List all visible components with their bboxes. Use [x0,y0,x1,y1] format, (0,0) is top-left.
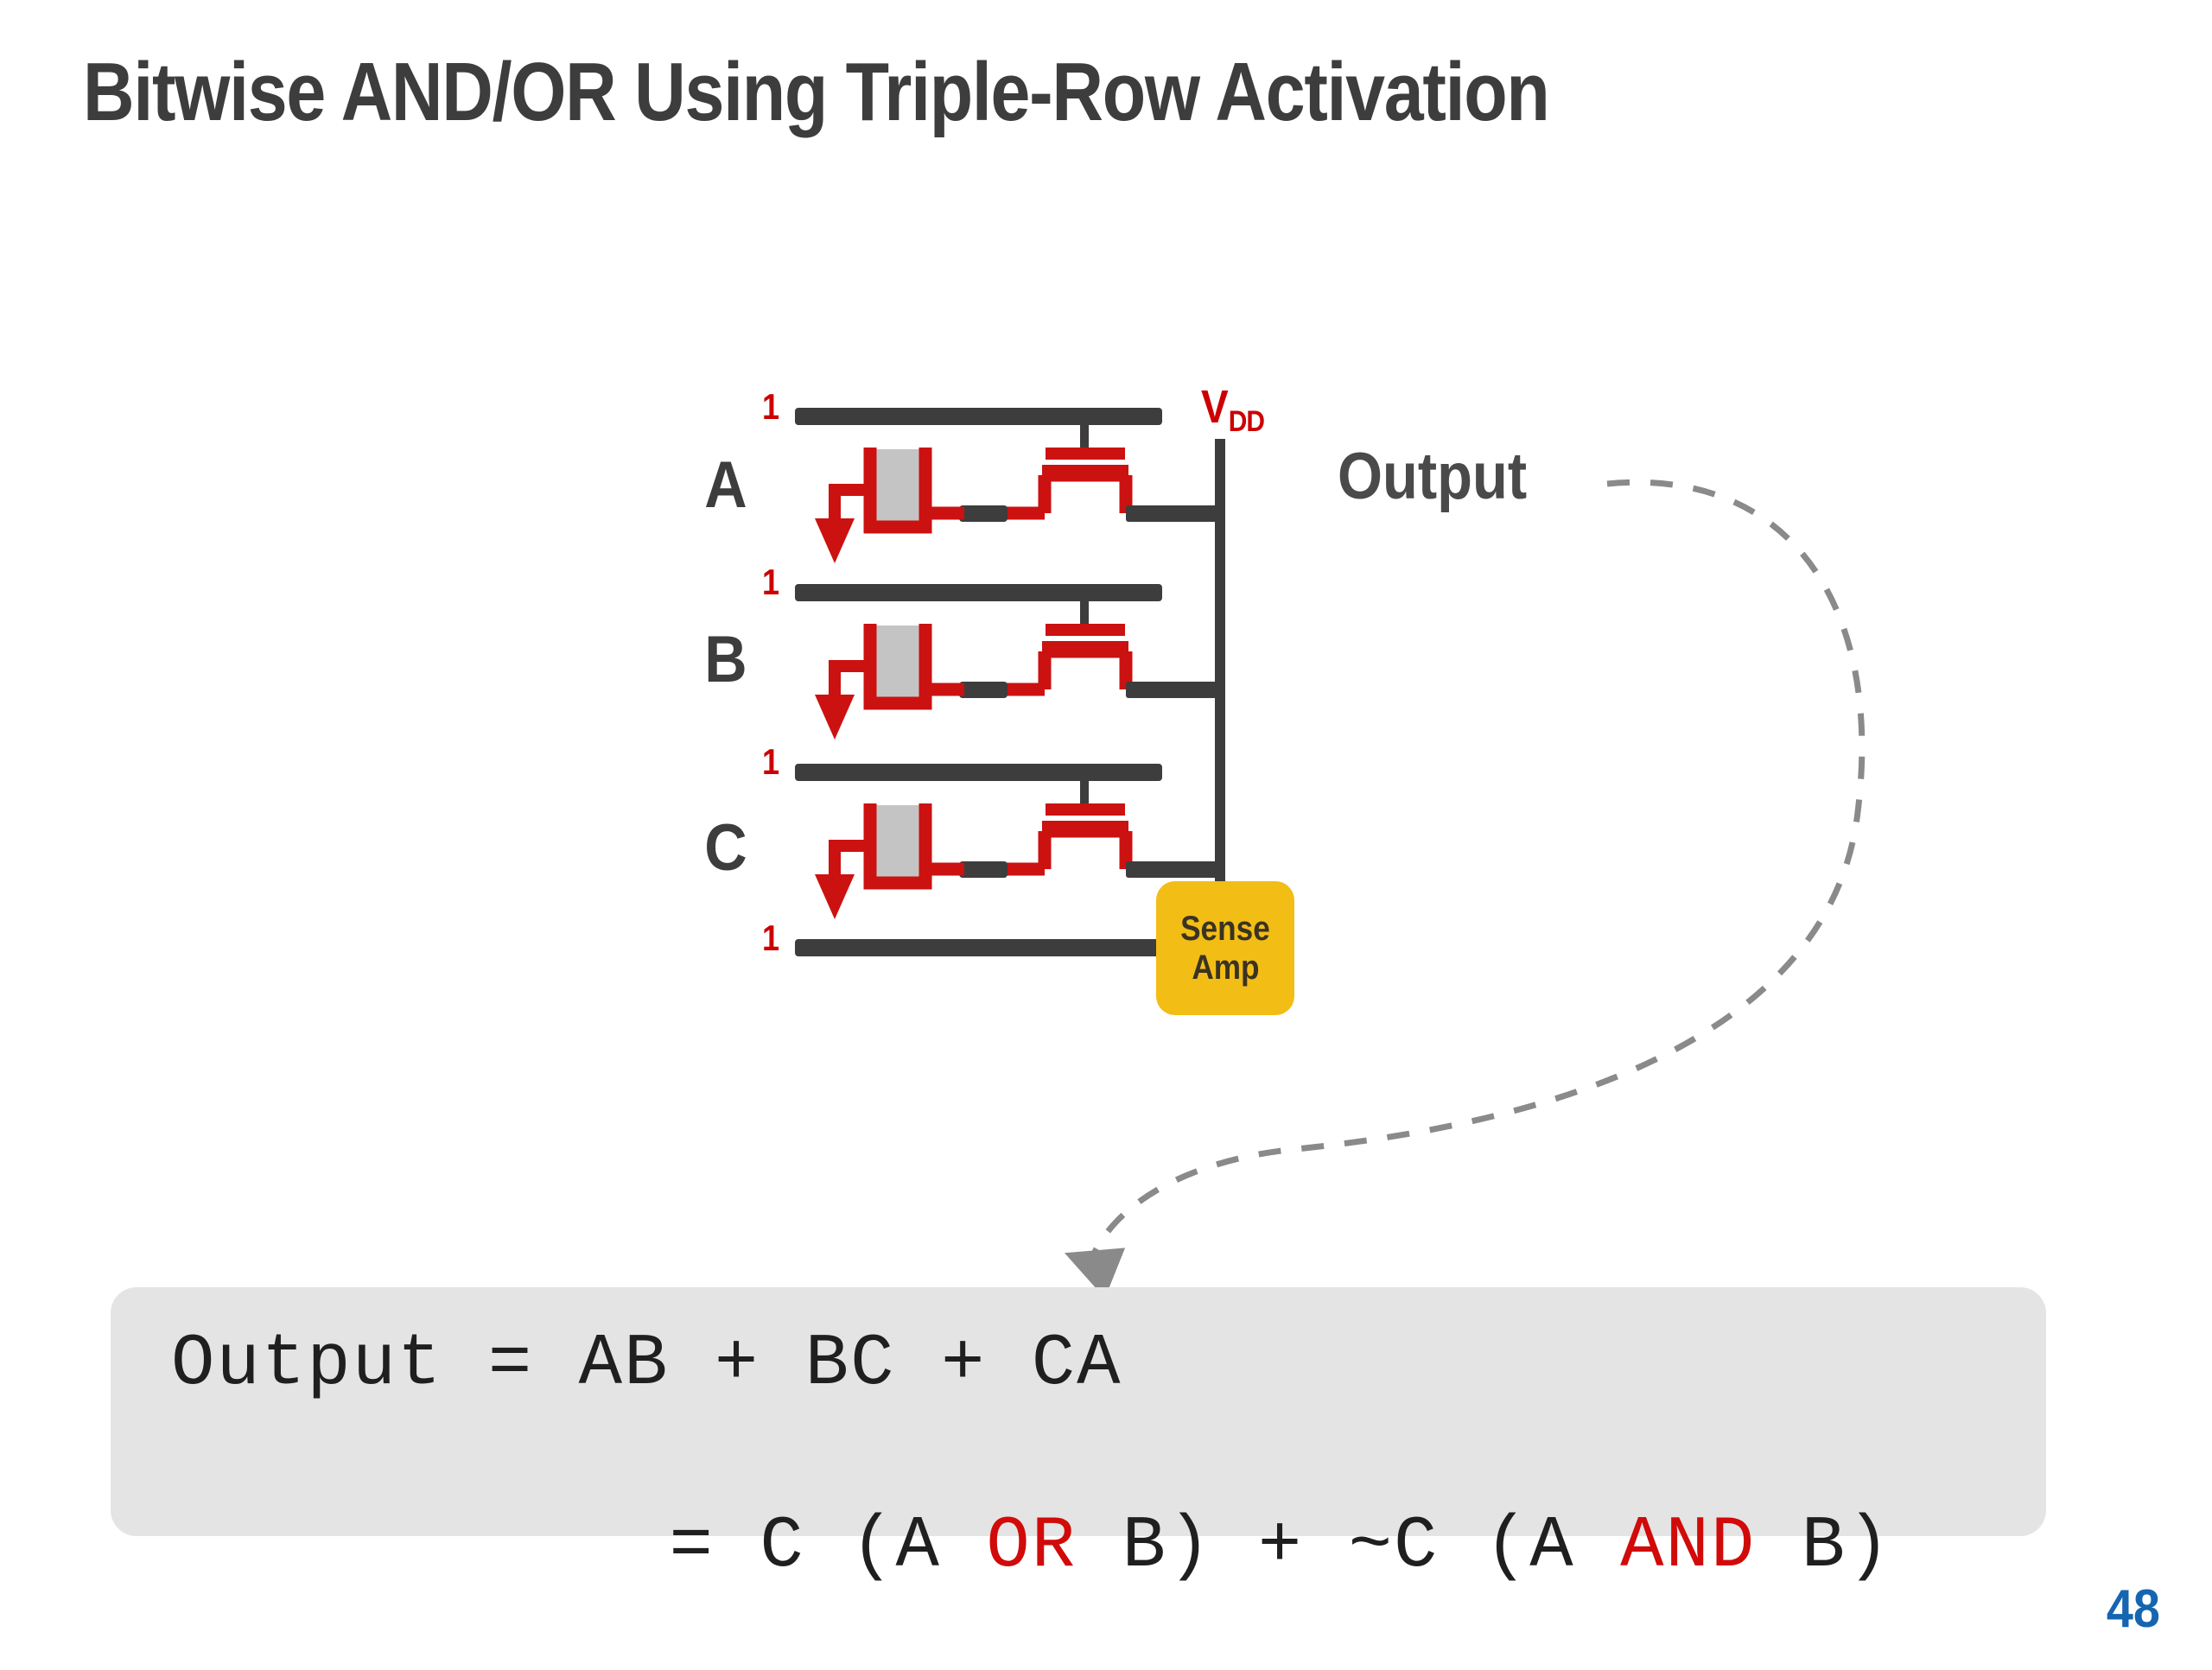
formula-panel: Output = AB + BC + CA = C (A OR B) + ~C … [111,1287,2046,1588]
vdd-supply-label: VDD [1201,380,1265,438]
cell-c-capacitor-fill [876,805,919,878]
formula-l2-seg-2: B) + ~C (A [1077,1506,1621,1588]
cell-a-bitline-contact [959,505,1007,522]
cell-b-charge-arrow [815,695,855,740]
page-title: Bitwise AND/OR Using Triple-Row Activati… [83,46,1550,138]
cell-a-charge-wire [829,484,870,522]
cell-c-gate-stub [1080,778,1089,805]
bit-value-marker-bottom-wordline: 1 [762,918,780,958]
bit-value-marker-row-b: 1 [762,562,780,602]
cell-b-gate-plate-outer [1046,624,1125,636]
output-callout-label: Output [1338,440,1528,513]
formula-operator-and: AND [1620,1506,1757,1588]
cell-b-transistor-channel [1038,645,1133,689]
cell-c-charge-wire [829,840,870,878]
cell-c-gate-plate-inner [1042,821,1128,831]
cell-a-capacitor-fill [876,449,919,522]
vdd-subscript-text: DD [1228,405,1265,438]
cell-a-gate-plate-inner [1042,465,1128,475]
cell-a-gate-stub [1080,422,1089,449]
cell-b-capacitor-fill [876,625,919,698]
bitline-rail [1215,439,1225,886]
sense-amp-block[interactable]: Sense Amp [1156,881,1294,1015]
cell-b-drain-wire [1126,682,1221,698]
cell-a-capacitor-outline [863,448,932,534]
wordline-bottom [795,939,1162,956]
page-number: 48 [2106,1579,2160,1639]
cell-c-drain-wire [1126,861,1221,878]
cell-b-bitline-contact [959,682,1007,698]
row-label-a: A [704,448,747,522]
row-label-b: B [704,623,747,696]
cell-a-gate-plate-outer [1046,448,1125,460]
cell-c-charge-arrow [815,874,855,919]
formula-l2-seg-4: B) [1756,1506,1892,1588]
formula-line-2: = C (A OR B) + ~C (A AND B) [171,1424,1892,1670]
bit-value-marker-row-c: 1 [762,741,780,782]
cell-a-transistor-channel [1038,468,1133,513]
formula-line-1: Output = AB + BC + CA [171,1324,1122,1406]
sense-amp-line-1: Sense [1180,909,1270,948]
wordline-b [795,584,1162,601]
wordline-c [795,764,1162,781]
sense-amp-line-2: Amp [1191,948,1260,987]
cell-b-gate-plate-inner [1042,641,1128,651]
formula-l2-seg-0: = C (A [352,1506,987,1588]
cell-a-charge-arrow [815,518,855,563]
formula-operator-or: OR [986,1506,1077,1588]
vdd-main-text: V [1201,381,1229,433]
cell-b-capacitor-outline [863,624,932,710]
wordlines [795,408,1162,956]
dram-cell-b [815,598,1221,740]
cell-b-charge-wire [829,660,870,698]
output-callout-dashed-arrow [1064,479,1866,1299]
bit-value-marker-row-a: 1 [762,386,780,427]
wordline-top [795,408,1162,425]
dram-cell-a [815,422,1221,563]
row-label-c: C [704,811,747,885]
cell-b-gate-stub [1080,598,1089,625]
cell-c-capacitor-outline [863,803,932,890]
cell-a-drain-wire [1126,505,1221,522]
cell-c-transistor-channel [1038,824,1133,869]
cell-c-bitline-contact [959,861,1007,878]
cell-c-gate-plate-outer [1046,803,1125,816]
